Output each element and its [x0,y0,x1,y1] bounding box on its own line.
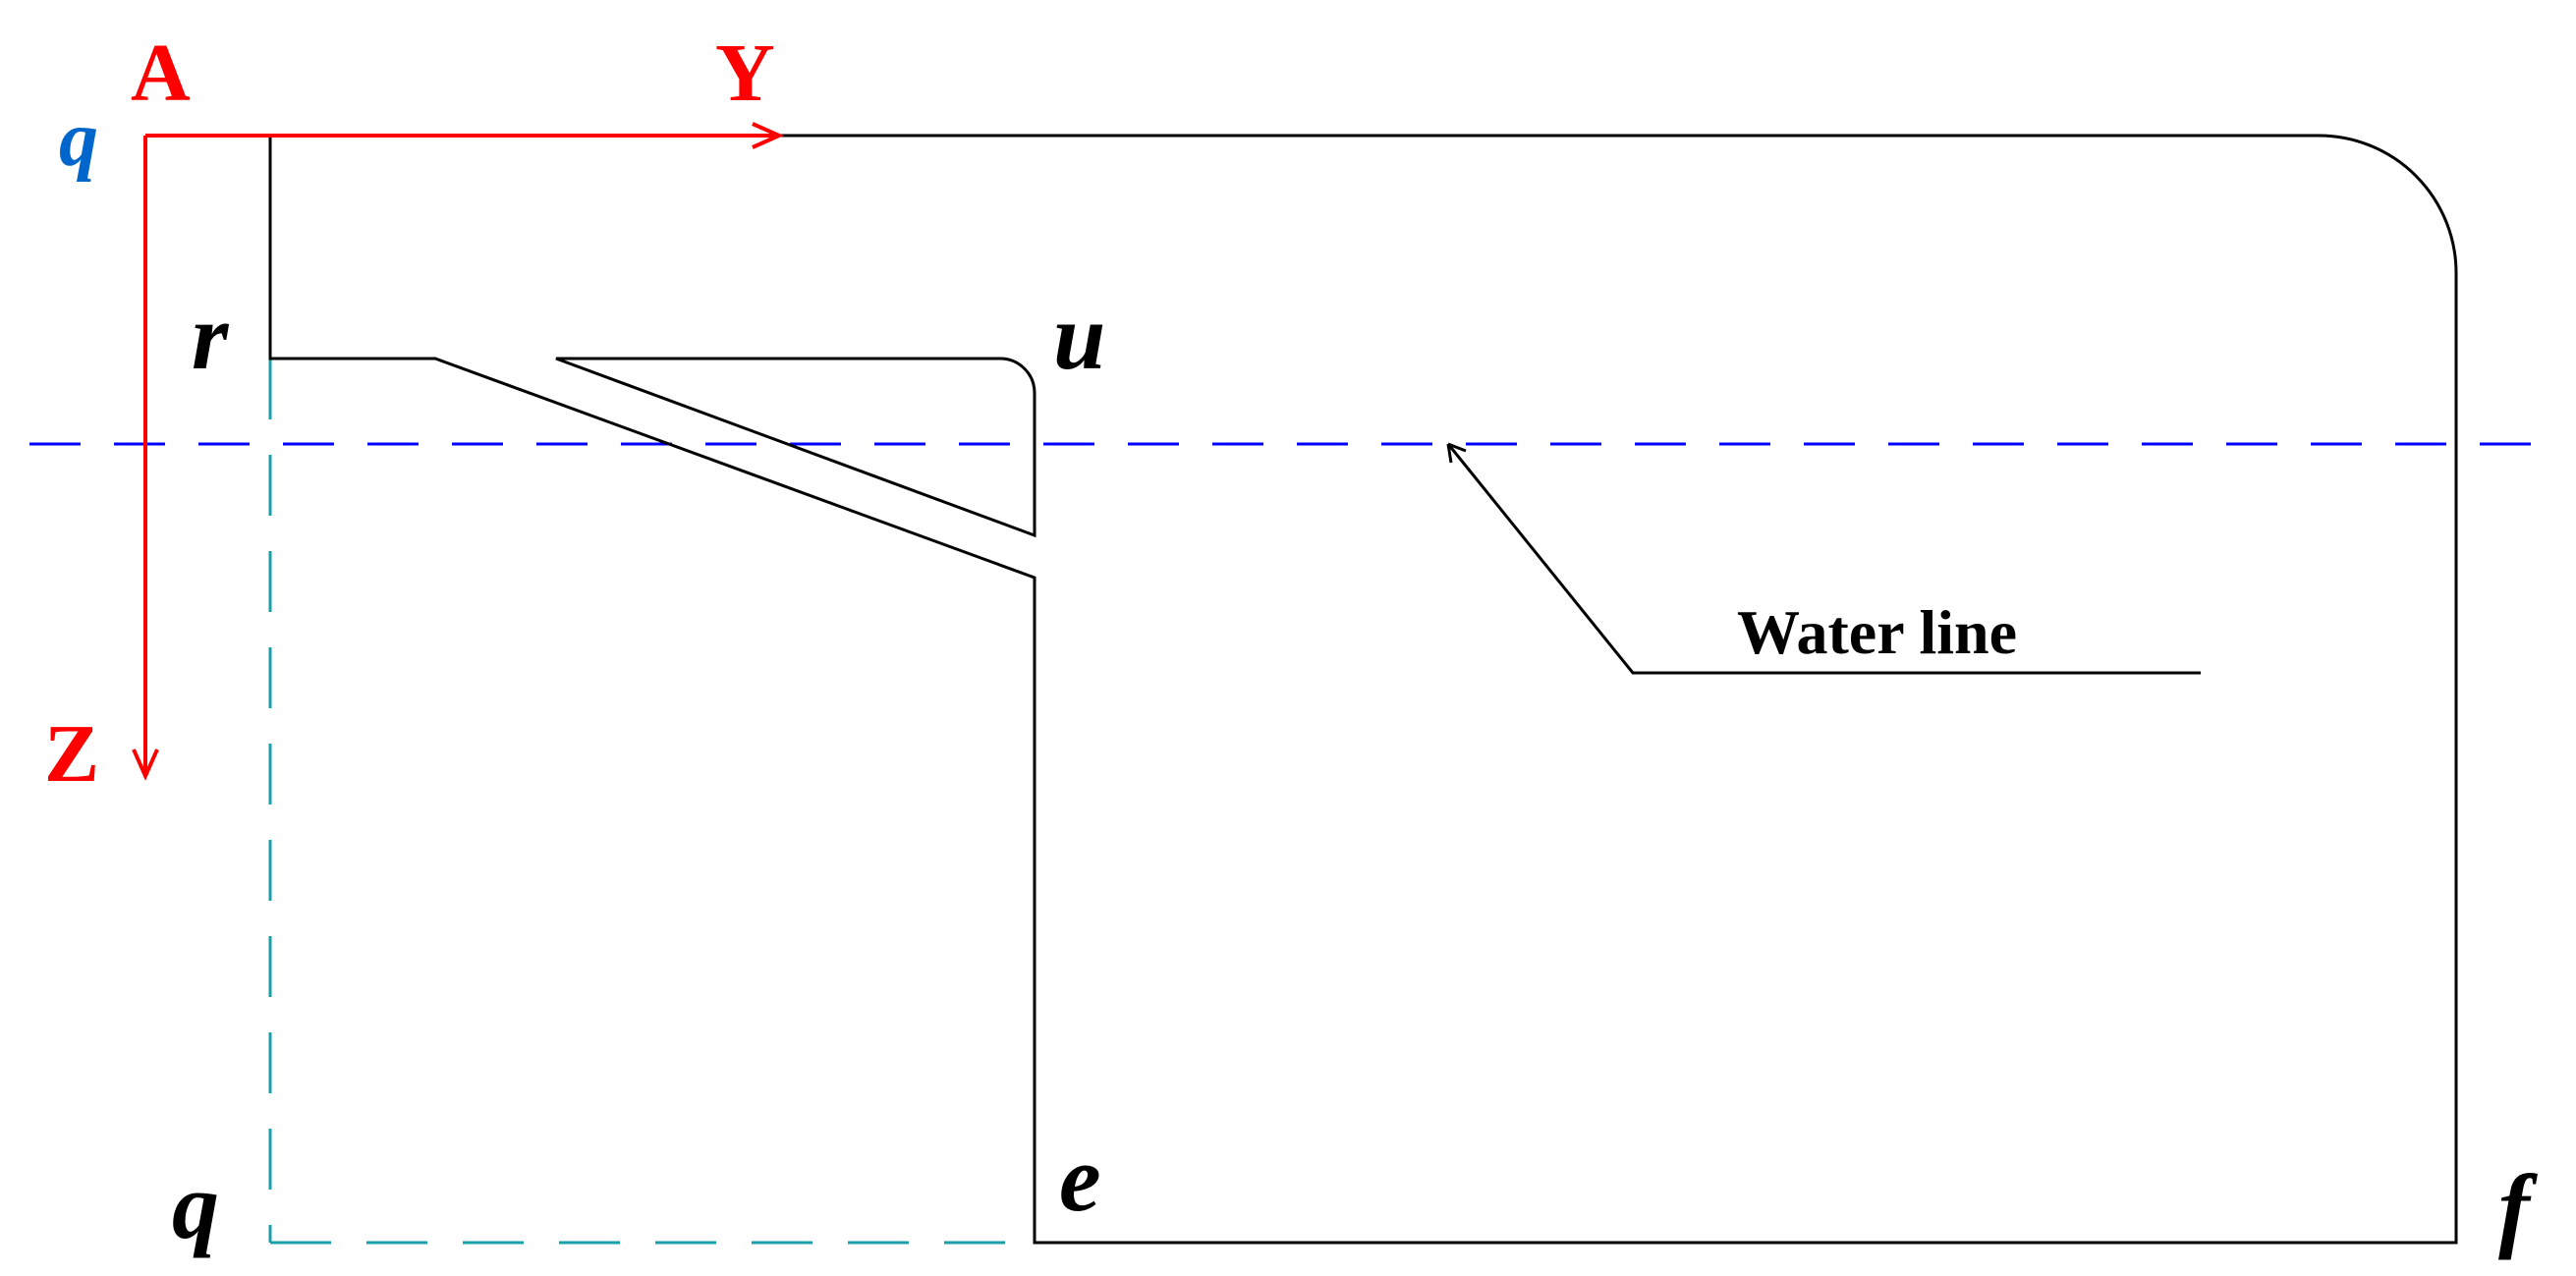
hull-outline [268,134,2458,1245]
water-line-leader-arrowhead [1446,442,1467,464]
z-axis-arrowhead [132,749,159,781]
water-line-leader [1446,443,2201,675]
water-line-label: Water line [1737,597,2017,667]
inner-wedge-outline [555,357,1036,538]
point-f-label: f [2498,1155,2538,1260]
point-u-label: u [1053,284,1105,389]
origin-point-label: q [59,96,98,183]
origin-label: A [131,28,191,119]
point-e-label: e [1059,1126,1101,1231]
point-q-label: q [172,1153,219,1258]
y-axis-label: Y [715,28,775,119]
y-axis-arrowhead [752,122,784,149]
z-axis-label: Z [44,708,99,800]
point-r-label: r [192,284,230,389]
